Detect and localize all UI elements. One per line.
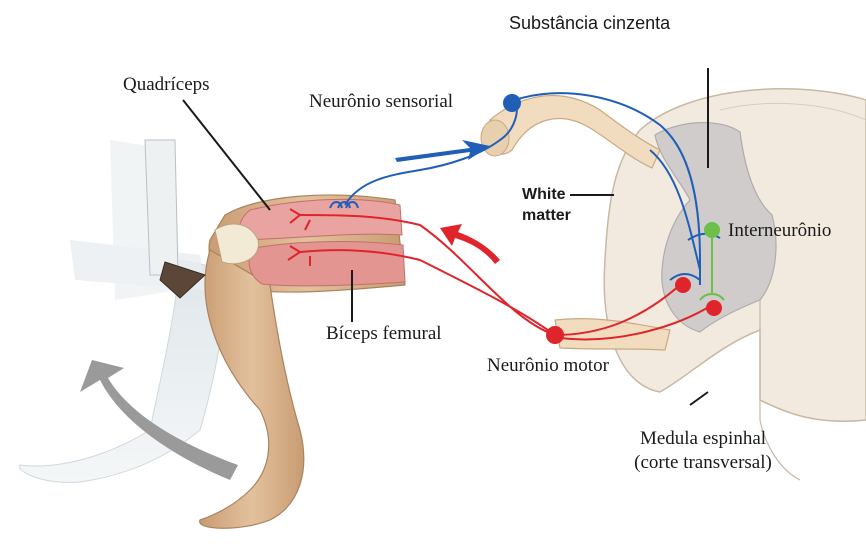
biceps-femoris-label: Bíceps femural xyxy=(326,324,442,343)
motor-neuron-label: Neurônio motor xyxy=(487,356,609,375)
white-matter-label: White matter xyxy=(522,184,571,226)
dorsal-root-cut-end xyxy=(481,120,509,156)
spinal-cord-label-line1: Medula espinhal xyxy=(603,427,803,451)
white-matter-label-line1: White xyxy=(522,184,571,205)
motor-neuron-cell-body xyxy=(546,326,564,344)
white-matter-label-line2: matter xyxy=(522,205,571,226)
interneuron-cell-body xyxy=(704,222,720,238)
interneuron-label: Interneurônio xyxy=(728,221,831,240)
spinal-cord-label-line2: (corte transversal) xyxy=(603,451,803,475)
biceps-femoris-muscle xyxy=(249,242,405,286)
motor-neuron-cell-body-3 xyxy=(706,300,722,316)
motor-direction-arrow xyxy=(440,224,500,264)
motor-neuron-cell-body-2 xyxy=(675,277,691,293)
gray-matter-label: Substância cinzenta xyxy=(509,14,670,32)
spinal-cord-label: Medula espinhal (corte transversal) xyxy=(603,427,803,475)
sensory-neuron-label: Neurônio sensorial xyxy=(309,92,453,111)
sensory-direction-arrow xyxy=(395,140,490,162)
quadriceps-label: Quadríceps xyxy=(123,75,210,94)
sensory-neuron-cell-body xyxy=(503,94,521,112)
